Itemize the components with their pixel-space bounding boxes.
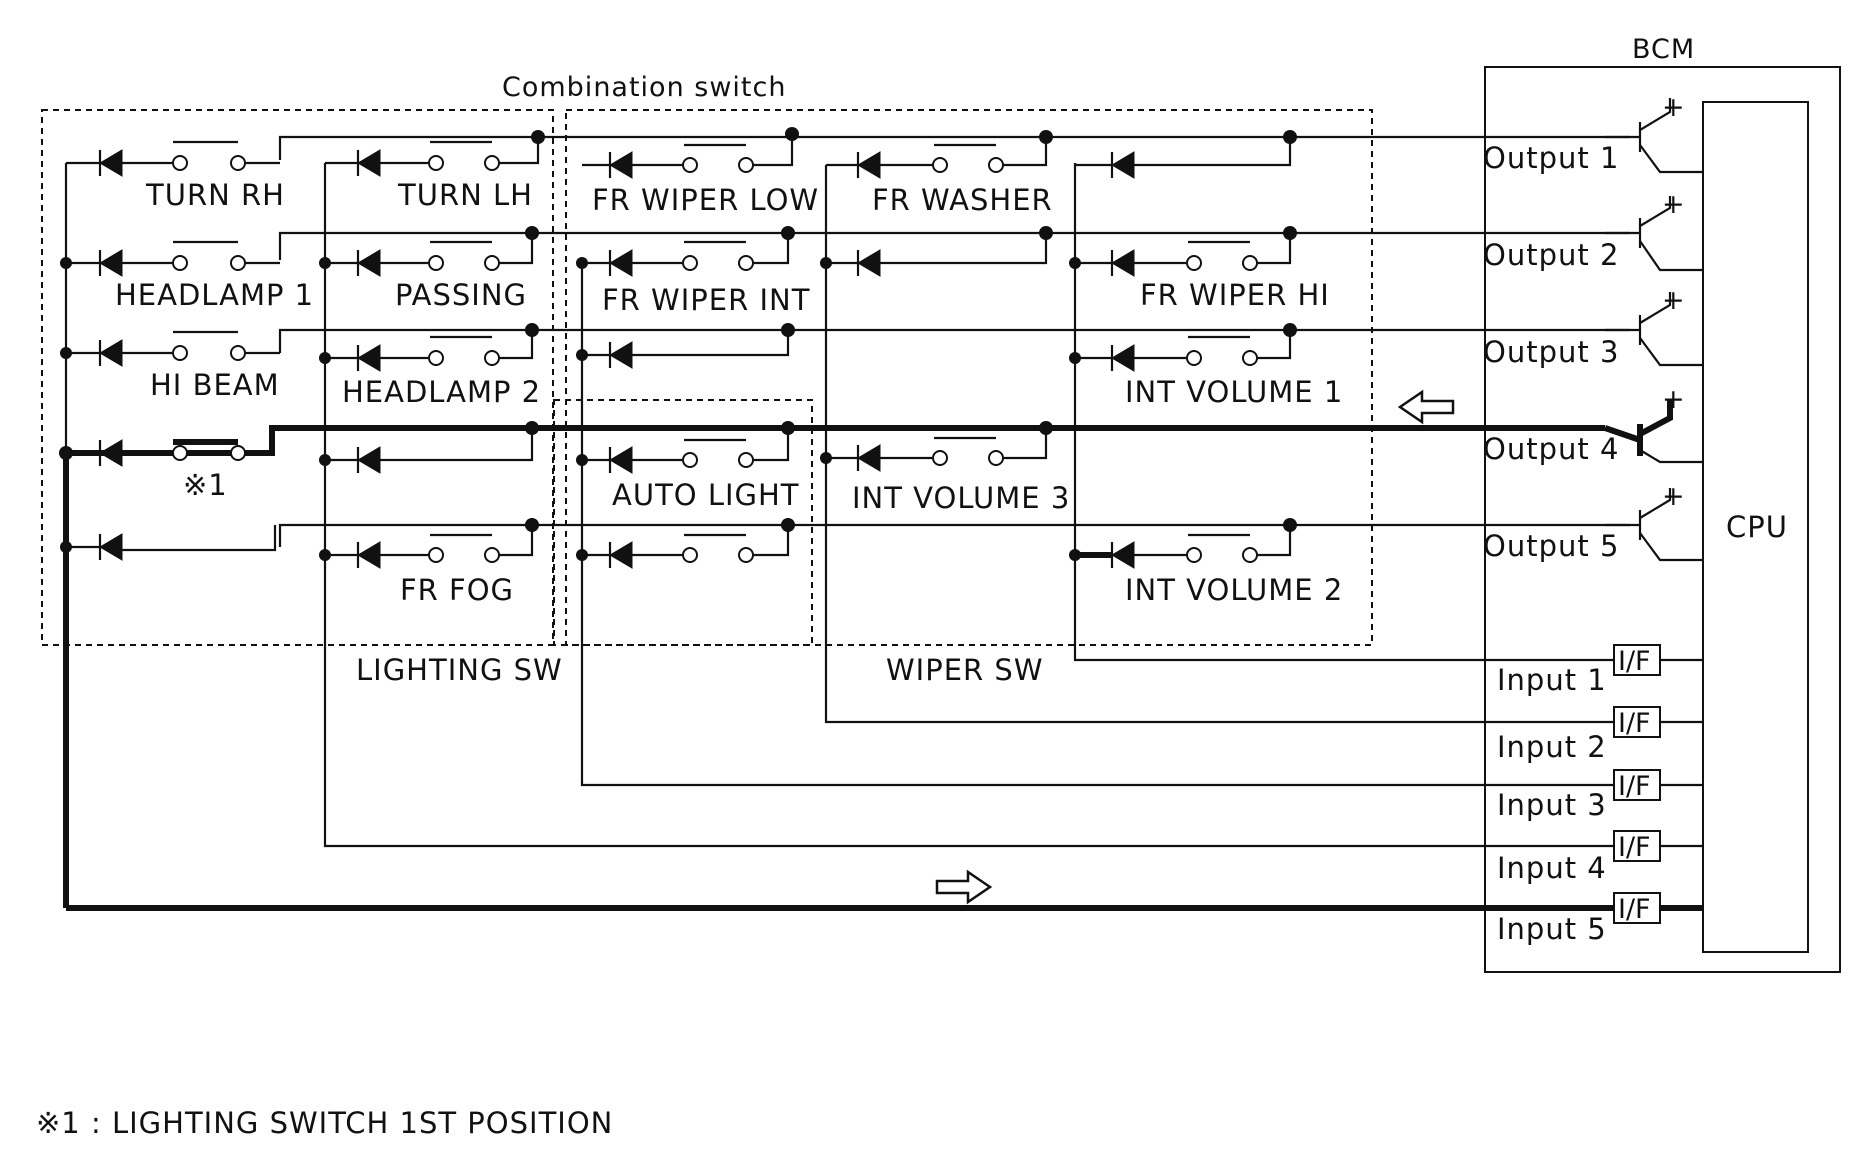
combination-switch-title: Combination switch [502,72,786,103]
svg-text:+: + [1662,189,1685,220]
output-4-label: Output 4 [1483,432,1619,466]
svg-text:+: + [1662,384,1685,415]
output-rails [278,135,1630,547]
switch-fr-wiper-int: FR WIPER INT [576,226,810,317]
output-3-label: Output 3 [1483,335,1619,369]
switch-fr-wiper-int-2 [576,323,795,369]
switch-int-volume-3: INT VOLUME 3 [820,421,1070,515]
bcm-title: BCM [1632,34,1695,65]
switch-fr-wiper-hi-top [1075,130,1297,179]
lighting-sw-box-lower [553,399,813,646]
svg-text:TURN LH: TURN LH [397,178,533,212]
switch-int-volume-2: INT VOLUME 2 [1069,518,1343,607]
switch-turn-lh: TURN LH [325,130,545,212]
switch-lighting-1st-position: ※1 [59,439,246,502]
flow-arrow-left [1397,389,1455,425]
switch-fr-fog: FR FOG [319,518,539,607]
switch-fr-wiper-low: FR WIPER LOW [582,127,819,217]
svg-text:+: + [1662,285,1685,316]
lighting-sw-box-upper [41,109,554,646]
output-1-label: Output 1 [1483,141,1619,175]
svg-text:I/F: I/F [1618,894,1651,925]
switch-hi-beam: HI BEAM [60,330,280,402]
svg-text:FR WIPER LOW: FR WIPER LOW [592,183,819,217]
lighting-sw-label: LIGHTING SW [356,653,563,687]
svg-text:FR WIPER INT: FR WIPER INT [602,283,810,317]
cpu-label: CPU [1726,510,1788,544]
output-2-label: Output 2 [1483,238,1619,272]
input-1-label: Input 1 [1497,663,1607,697]
combination-switch-box [565,109,1373,646]
switch-auto-light: AUTO LIGHT [576,421,800,512]
wiper-sw-label: WIPER SW [886,653,1044,687]
input-interfaces: I/F I/F I/F I/F I/F [1613,644,1661,925]
svg-text:AUTO LIGHT: AUTO LIGHT [612,478,800,512]
svg-text:HEADLAMP 2: HEADLAMP 2 [342,375,541,409]
switch-auto-light-2 [576,518,795,569]
svg-text:I/F: I/F [1618,646,1651,677]
switch-fr-wiper-hi: FR WIPER HI [1069,226,1330,312]
svg-text:I/F: I/F [1618,708,1651,739]
svg-text:PASSING: PASSING [395,278,527,312]
svg-text:+: + [1662,481,1685,512]
svg-text:FR WASHER: FR WASHER [872,183,1053,217]
switch-fr-washer: FR WASHER [824,130,1053,263]
output-5-label: Output 5 [1483,529,1619,563]
svg-text:INT VOLUME 2: INT VOLUME 2 [1125,573,1343,607]
switch-int-volume-1: INT VOLUME 1 [1069,323,1343,409]
switch-headlamp-1: HEADLAMP 1 [60,240,314,312]
input-2-label: Input 2 [1497,730,1607,764]
switch-turn-rh: TURN RH [66,140,285,212]
svg-text:+: + [1662,92,1685,123]
svg-text:HEADLAMP 1: HEADLAMP 1 [115,278,314,312]
switch-row5-col1 [60,525,277,561]
svg-text:INT VOLUME 1: INT VOLUME 1 [1125,375,1343,409]
output-transistors: + + + + + [1604,92,1703,562]
svg-text:TURN RH: TURN RH [145,178,285,212]
input-5-label: Input 5 [1497,912,1607,946]
switch-headlamp-2: HEADLAMP 2 [319,323,541,409]
svg-text:FR WIPER HI: FR WIPER HI [1140,278,1330,312]
input-3-label: Input 3 [1497,788,1607,822]
input-4-label: Input 4 [1497,851,1607,885]
switch-lighting-row4-col2 [319,421,539,474]
flow-arrow-right [935,869,993,905]
svg-text:I/F: I/F [1618,832,1651,863]
svg-text:HI BEAM: HI BEAM [150,368,280,402]
cpu-box [1702,101,1809,953]
svg-text:INT VOLUME 3: INT VOLUME 3 [852,481,1070,515]
svg-text:I/F: I/F [1618,771,1651,802]
switch-passing: PASSING [319,226,539,312]
footnote: ※1 : LIGHTING SWITCH 1ST POSITION [36,1106,613,1140]
bcm-box [1484,66,1841,973]
svg-text:FR FOG: FR FOG [400,573,514,607]
output-4-active-path [66,425,1605,456]
svg-text:※1: ※1 [183,468,228,502]
switch-fr-washer-2 [820,226,1053,277]
